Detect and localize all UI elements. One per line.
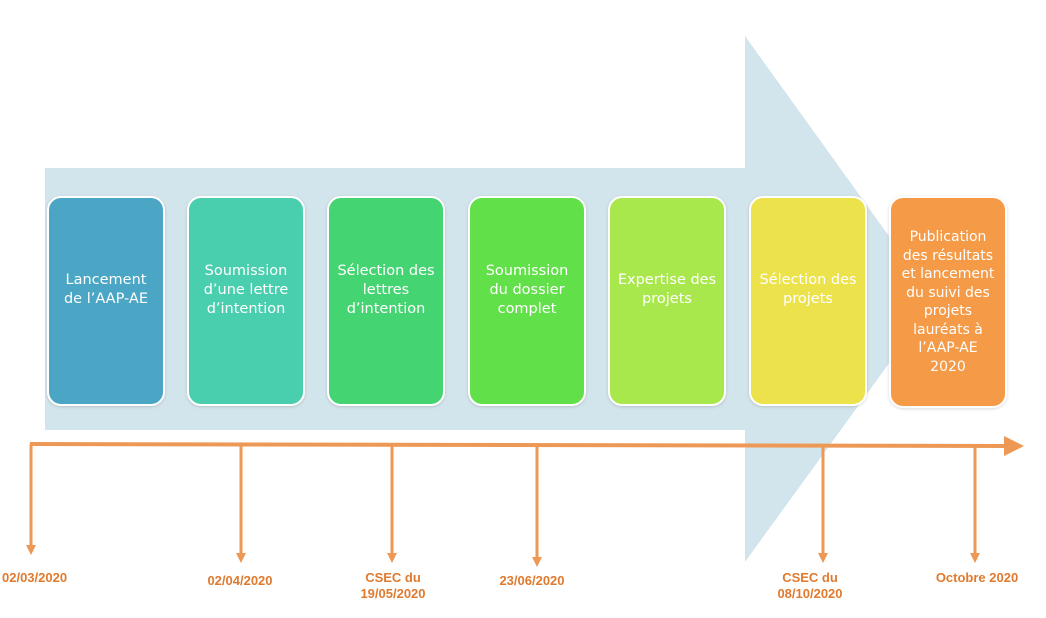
step-soumission-lettre: Soumission d’une lettre d’intention	[187, 196, 305, 406]
step-selection-projets: Sélection des projets	[749, 196, 867, 406]
step-label: Publication des résultats et lancement d…	[901, 229, 995, 375]
step-expertise: Expertise des projets	[608, 196, 726, 406]
step-label: Lancement de l’AAP-AE	[63, 272, 149, 307]
milestone-date: 23/06/2020	[499, 573, 565, 588]
step-label: Soumission du dossier complet	[485, 262, 569, 317]
milestone-date: 02/03/2020	[2, 570, 68, 585]
timeline-arrowhead-icon	[1004, 436, 1024, 456]
milestone-date: Octobre 2020	[935, 570, 1019, 585]
step-lancement: Lancement de l’AAP-AE	[47, 196, 165, 406]
step-soumission-dossier: Soumission du dossier complet	[468, 196, 586, 406]
milestone-date: CSEC du 19/05/2020	[360, 570, 426, 601]
milestone-tick-arrow-icon	[532, 557, 542, 567]
step-label: Expertise des projets	[617, 272, 717, 307]
milestone-tick-arrow-icon	[26, 545, 36, 555]
milestone-tick-arrow-icon	[818, 553, 828, 563]
step-label: Soumission d’une lettre d’intention	[203, 262, 289, 317]
step-publication: Publication des résultats et lancement d…	[889, 196, 1007, 408]
step-selection-lettres: Sélection des lettres d’intention	[327, 196, 445, 406]
milestone-tick-arrow-icon	[236, 553, 246, 563]
milestone-tick-arrow-icon	[387, 553, 397, 563]
step-label: Sélection des projets	[759, 272, 857, 307]
timeline-main-line	[29, 442, 1007, 448]
milestone-date: 02/04/2020	[207, 573, 273, 588]
step-label: Sélection des lettres d’intention	[337, 262, 435, 317]
milestone-date: CSEC du 08/10/2020	[777, 570, 843, 601]
milestone-tick-arrow-icon	[970, 553, 980, 563]
